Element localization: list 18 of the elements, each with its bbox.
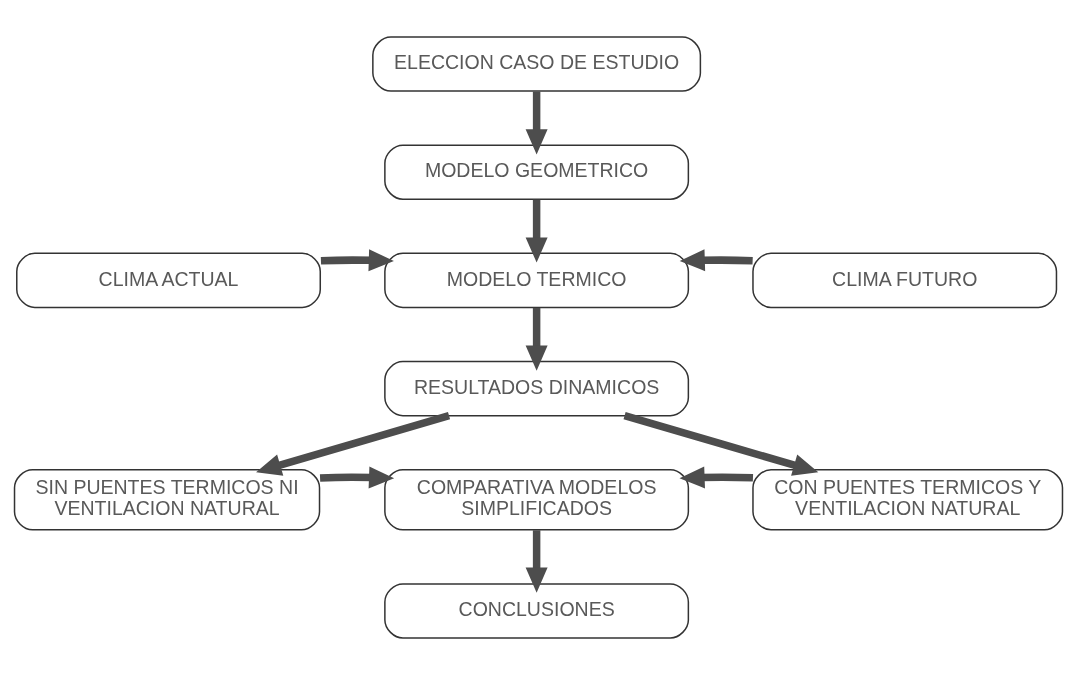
arrow (679, 466, 754, 489)
node-box: CLIMA ACTUAL (16, 252, 321, 309)
node-box: SIN PUENTES TERMICOS NI VENTILACION NATURAL (13, 468, 321, 531)
arrow (525, 307, 548, 371)
arrow (525, 91, 548, 155)
node-box: MODELO GEOMETRICO (384, 144, 690, 200)
node-box: CLIMA FUTURO (752, 252, 1058, 309)
arrow (525, 199, 548, 263)
node-box: RESULTADOS DINAMICOS (384, 360, 690, 417)
arrow (319, 466, 395, 489)
node-box: MODELO TERMICO (384, 252, 690, 309)
node-box: CON PUENTES TERMICOS Y VENTILACION NATURAL (752, 468, 1064, 531)
node-box: COMPARATIVA MODELOS SIMPLIFICADOS (384, 468, 690, 531)
arrow (320, 249, 394, 272)
arrow (256, 412, 451, 476)
arrow (623, 412, 819, 476)
node-box: CONCLUSIONES (384, 583, 690, 639)
node-box: ELECCION CASO DE ESTUDIO (372, 36, 702, 92)
